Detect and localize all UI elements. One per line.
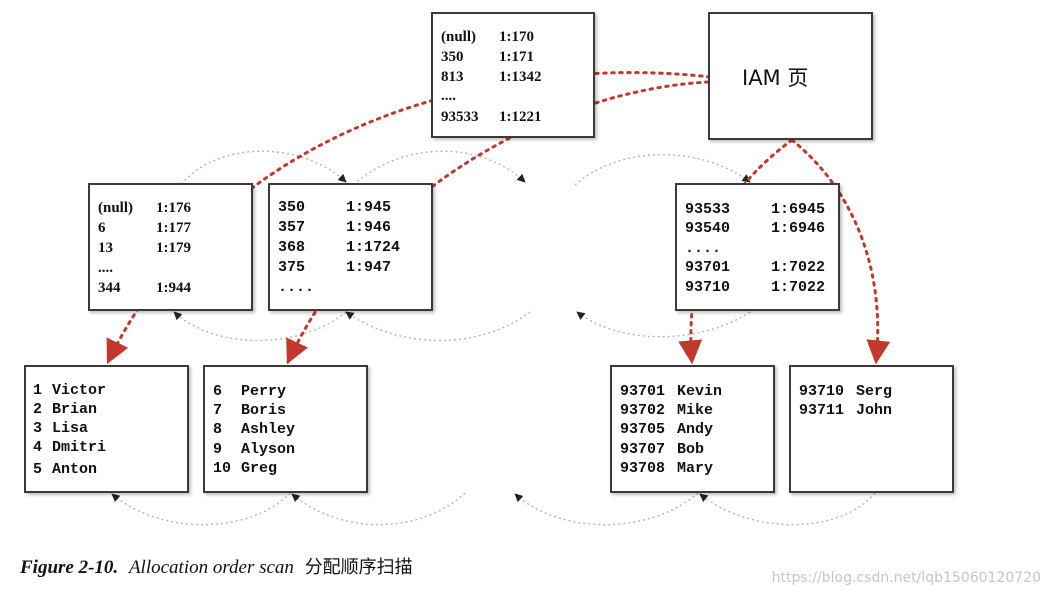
leaf-row-name: Greg: [241, 460, 278, 477]
leaf-row-name: Victor: [52, 382, 107, 399]
leaf-row-id: 2: [33, 401, 43, 418]
leaf-row-name: Bob: [677, 441, 705, 458]
intermediate-key: 357: [278, 219, 306, 236]
intermediate-page-ref: 1:6945: [771, 201, 826, 218]
leaf-row-id: 3: [33, 420, 43, 437]
leaf-row-name: Serg: [856, 383, 893, 400]
intermediate-page-1: (null) 1:176 6 1:177 13 1:179 .... 344 1…: [88, 183, 253, 311]
figure-caption: Figure 2-10. Allocation order scan 分配顺序扫…: [20, 553, 413, 579]
intermediate-key: ....: [98, 260, 113, 276]
intermediate-page-ref: 1:946: [346, 219, 392, 236]
intermediate-page-ref: 1:944: [156, 280, 191, 296]
iam-page-label: IAM 页: [742, 66, 809, 90]
watermark: https://blog.csdn.net/lqb15060120720: [771, 570, 1041, 586]
leaf-row-id: 93711: [799, 402, 845, 419]
root-key: 93533: [441, 109, 479, 125]
leaf-row-id: 93710: [799, 383, 845, 400]
figure-title: Allocation order scan: [128, 557, 294, 578]
intermediate-key: 368: [278, 239, 306, 256]
leaf-row-id: 8: [213, 421, 223, 438]
intermediate-key: 13: [98, 240, 113, 256]
intermediate-key: 93701: [685, 259, 731, 276]
intermediate-key: (null): [98, 200, 134, 216]
leaf-row-name: Boris: [241, 402, 287, 419]
intermediate-key: 93540: [685, 220, 731, 237]
leaf-row-id: 1: [33, 382, 43, 399]
intermediate-page-ref: 1:947: [346, 259, 392, 276]
leaf-row-id: 4: [33, 439, 43, 456]
leaf-row-name: John: [856, 402, 893, 419]
root-key: 813: [441, 69, 464, 85]
leaf-row-name: Dmitri: [52, 439, 107, 456]
leaf-row-name: Andy: [677, 421, 714, 438]
root-key: ....: [441, 88, 456, 104]
leaf-row-id: 6: [213, 383, 223, 400]
leaf-row-name: Lisa: [52, 420, 89, 437]
sibling-link-bottom-3: [576, 311, 751, 338]
intermediate-page-ref: 1:6946: [771, 220, 826, 237]
intermediate-page-ref: 1:945: [346, 199, 392, 216]
intermediate-page-ref: 1:177: [156, 220, 191, 236]
leaf-row-name: Alyson: [241, 441, 296, 458]
leaf-link-bottom-1: [111, 492, 291, 526]
leaf-row-id: 93702: [620, 402, 666, 419]
intermediate-key: 93710: [685, 279, 731, 296]
root-key: 350: [441, 49, 464, 65]
sibling-link-bottom-2: [345, 311, 531, 342]
figure-title-chinese: 分配顺序扫描: [304, 557, 413, 578]
leaf-row-name: Mike: [677, 402, 714, 419]
leaf-row-name: Mary: [677, 460, 714, 477]
leaf-row-id: 9: [213, 441, 223, 458]
intermediate-key: 6: [98, 220, 106, 236]
intermediate-page-ref: 1:176: [156, 200, 191, 216]
intermediate-key: 350: [278, 199, 306, 216]
leaf-row-name: Perry: [241, 383, 287, 400]
leaf-page-3: 93701 Kevin 93702 Mike 93705 Andy 93707 …: [610, 365, 775, 493]
intermediate-page-3: 93533 1:6945 93540 1:6946 .... 93701 1:7…: [675, 183, 840, 311]
leaf-row-name: Brian: [52, 401, 98, 418]
intermediate-key: 93533: [685, 201, 731, 218]
leaf-row-id: 7: [213, 402, 223, 419]
intermediate-page-ref: 1:7022: [771, 279, 826, 296]
intermediate-page-ref: 1:7022: [771, 259, 826, 276]
leaf-row-id: 10: [213, 460, 232, 477]
sibling-link-bottom-1: [173, 311, 347, 342]
intermediate-key: 375: [278, 259, 306, 276]
leaf-page-4: 93710 Serg 93711 John: [789, 365, 954, 493]
intermediate-key: ....: [278, 279, 315, 296]
root-page-ref: 1:1342: [499, 69, 542, 85]
leaf-row-id: 93707: [620, 441, 666, 458]
intermediate-page-ref: 1:1724: [346, 239, 401, 256]
root-page: (null) 1:170 350 1:171 813 1:1342 .... 9…: [431, 12, 595, 138]
leaf-link-bottom-2: [291, 492, 466, 526]
root-page-ref: 1:171: [499, 49, 534, 65]
figure-number: Figure 2-10.: [20, 557, 119, 578]
intermediate-page-ref: 1:179: [156, 240, 191, 256]
root-page-ref: 1:170: [499, 29, 534, 45]
leaf-row-id: 5: [33, 461, 43, 478]
leaf-row-id: 93701: [620, 383, 666, 400]
leaf-row-id: 93705: [620, 421, 666, 438]
leaf-row-name: Kevin: [677, 383, 723, 400]
root-key: (null): [441, 29, 477, 45]
leaf-row-id: 93708: [620, 460, 666, 477]
intermediate-page-2: 350 1:945 357 1:946 368 1:1724 375 1:947…: [268, 183, 433, 311]
leaf-page-2: 6 Perry 7 Boris 8 Ashley 9 Alyson 10 Gre…: [203, 365, 368, 493]
root-page-ref: 1:1221: [499, 109, 542, 125]
leaf-link-bottom-3: [514, 492, 699, 526]
leaf-row-name: Anton: [52, 461, 98, 478]
leaf-link-bottom-4: [699, 492, 876, 526]
intermediate-key: 344: [98, 280, 121, 296]
leaf-row-name: Ashley: [241, 421, 296, 438]
sibling-link-top-3: [574, 153, 751, 186]
iam-page: IAM 页: [708, 12, 873, 140]
leaf-page-1: 1 Victor 2 Brian 3 Lisa 4 Dmitri 5 Anton: [24, 365, 189, 493]
intermediate-key: ....: [685, 240, 722, 257]
